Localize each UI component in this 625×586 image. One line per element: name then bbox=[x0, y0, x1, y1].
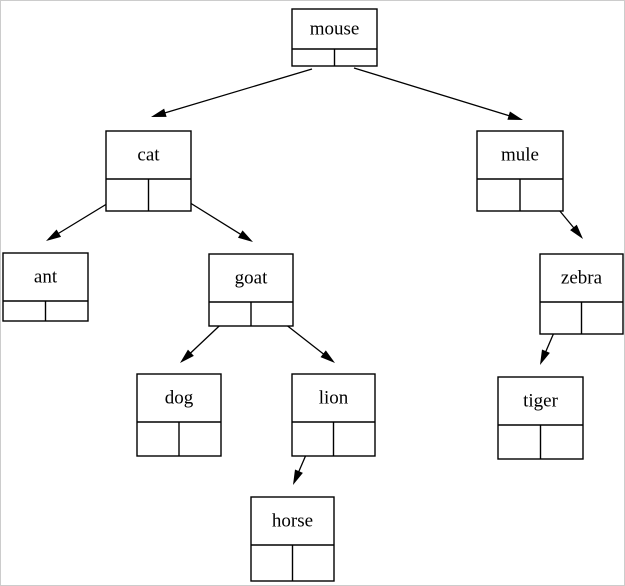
nodes-layer: mouse cat mule ant goat zebra dog lion tiger hors… bbox=[2, 8, 624, 582]
node-left-pointer-cell[interactable] bbox=[477, 179, 520, 211]
node-label: tiger bbox=[523, 390, 558, 411]
tree-node-goat[interactable]: goat bbox=[208, 253, 294, 327]
node-label: mule bbox=[501, 144, 539, 165]
node-right-pointer-cell[interactable] bbox=[293, 545, 335, 581]
arrowhead-icon bbox=[151, 108, 167, 117]
tree-node-ant[interactable]: ant bbox=[2, 252, 89, 322]
arrowhead-icon bbox=[540, 349, 550, 365]
tree-node-mouse[interactable]: mouse bbox=[291, 8, 378, 67]
node-right-pointer-cell[interactable] bbox=[541, 425, 584, 459]
node-left-pointer-cell[interactable] bbox=[498, 425, 541, 459]
arrowhead-icon bbox=[320, 350, 335, 363]
node-label: dog bbox=[165, 387, 194, 408]
node-right-pointer-cell[interactable] bbox=[334, 422, 376, 456]
tree-node-dog[interactable]: dog bbox=[136, 373, 222, 457]
node-left-pointer-cell[interactable] bbox=[251, 545, 293, 581]
node-right-pointer-cell[interactable] bbox=[520, 179, 563, 211]
node-left-pointer-cell[interactable] bbox=[106, 179, 149, 211]
node-label: goat bbox=[235, 267, 268, 288]
node-label: lion bbox=[319, 387, 349, 408]
edge-line bbox=[162, 68, 313, 115]
node-label: cat bbox=[137, 144, 160, 165]
node-right-pointer-cell[interactable] bbox=[46, 301, 89, 321]
tree-node-lion[interactable]: lion bbox=[291, 373, 376, 457]
arrowhead-icon bbox=[180, 349, 194, 363]
arrowhead-icon bbox=[237, 230, 253, 242]
edge-mouse-to-cat bbox=[151, 68, 313, 117]
node-right-pointer-cell[interactable] bbox=[335, 49, 378, 66]
node-right-pointer-cell[interactable] bbox=[582, 302, 624, 334]
node-left-pointer-cell[interactable] bbox=[137, 422, 179, 456]
tree-node-cat[interactable]: cat bbox=[105, 130, 192, 212]
node-right-pointer-cell[interactable] bbox=[251, 302, 293, 326]
node-left-pointer-cell[interactable] bbox=[209, 302, 251, 326]
tree-node-horse[interactable]: horse bbox=[250, 496, 335, 582]
node-label: horse bbox=[272, 510, 313, 531]
edge-line bbox=[353, 67, 512, 118]
arrowhead-icon bbox=[293, 469, 303, 485]
node-label: ant bbox=[34, 266, 58, 287]
tree-node-mule[interactable]: mule bbox=[476, 130, 564, 212]
tree-node-zebra[interactable]: zebra bbox=[539, 253, 624, 335]
node-left-pointer-cell[interactable] bbox=[540, 302, 582, 334]
node-right-pointer-cell[interactable] bbox=[179, 422, 221, 456]
node-label: mouse bbox=[310, 18, 360, 39]
node-right-pointer-cell[interactable] bbox=[149, 179, 192, 211]
tree-node-tiger[interactable]: tiger bbox=[497, 376, 584, 460]
node-left-pointer-cell[interactable] bbox=[292, 422, 334, 456]
node-left-pointer-cell[interactable] bbox=[292, 49, 335, 66]
arrowhead-icon bbox=[507, 111, 523, 120]
edge-mouse-to-mule bbox=[353, 67, 523, 120]
arrowhead-icon bbox=[570, 224, 583, 239]
node-left-pointer-cell[interactable] bbox=[3, 301, 46, 321]
node-label: zebra bbox=[561, 267, 603, 288]
arrowhead-icon bbox=[46, 229, 62, 241]
